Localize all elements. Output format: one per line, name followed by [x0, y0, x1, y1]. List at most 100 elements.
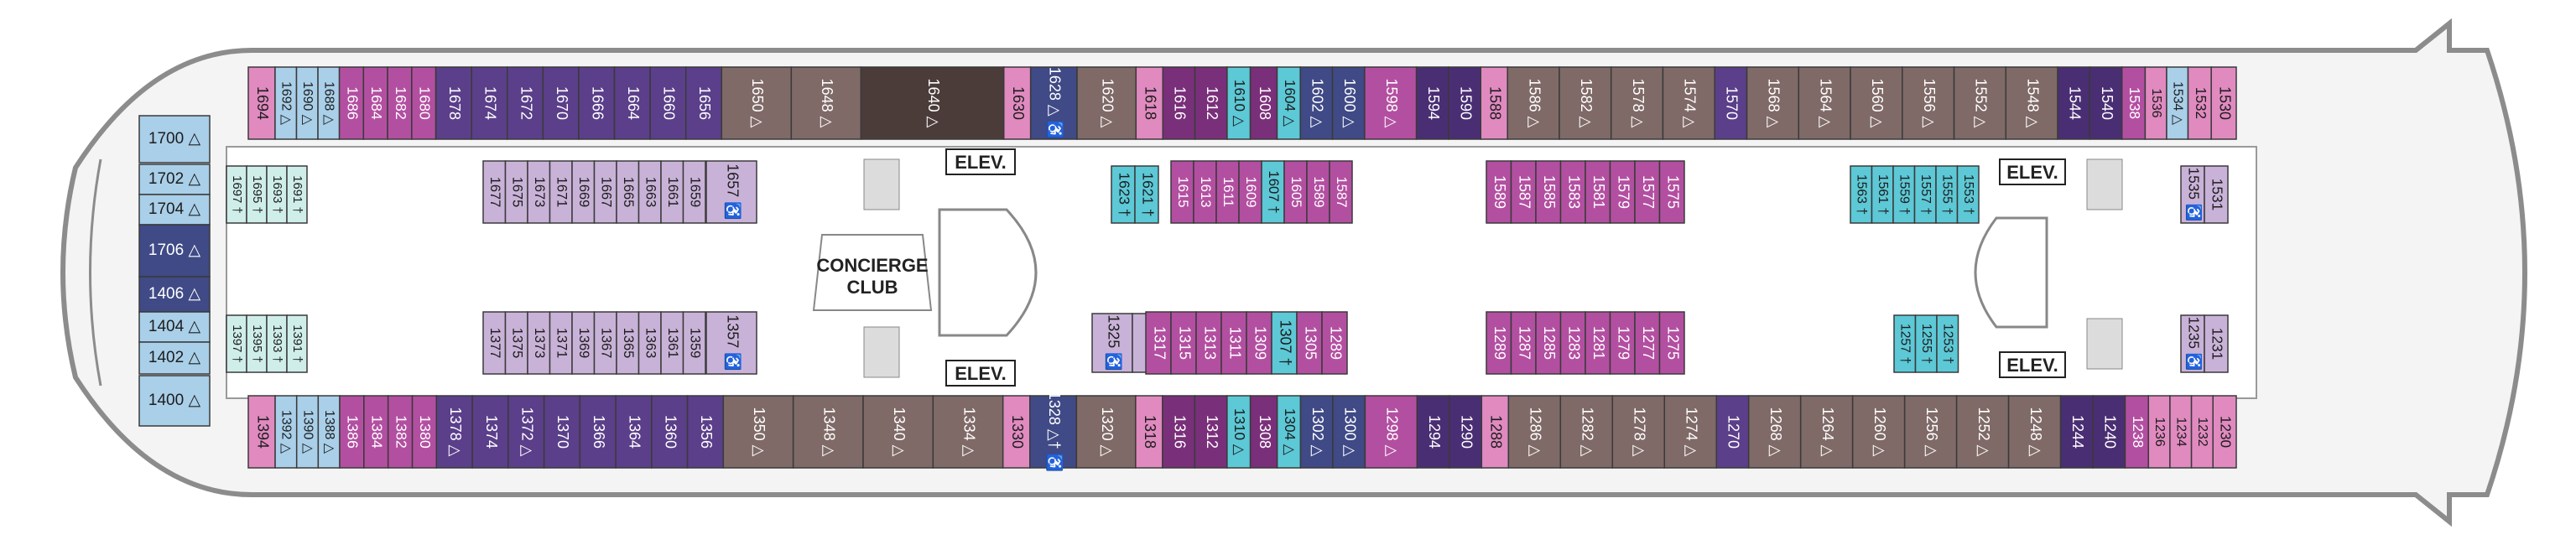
cabin[interactable]: 1313	[1195, 311, 1222, 375]
cabin[interactable]: 1598 △	[1364, 66, 1418, 140]
cabin[interactable]: 1663	[637, 160, 662, 224]
cabin[interactable]: 1588	[1480, 66, 1508, 140]
cabin[interactable]: 1285	[1535, 311, 1562, 375]
cabin[interactable]: 1394	[247, 395, 276, 469]
cabin[interactable]: 1531	[2204, 165, 2229, 224]
cabin[interactable]: 1318	[1135, 395, 1163, 469]
cabin[interactable]: 1305	[1296, 311, 1323, 375]
cabin[interactable]: 1618	[1135, 66, 1163, 140]
cabin[interactable]: 1648 △	[790, 66, 862, 140]
cabin[interactable]: 1395 †	[246, 314, 268, 373]
cabin[interactable]: 1364	[615, 395, 653, 469]
cabin[interactable]: 1363	[637, 311, 662, 375]
cabin[interactable]: 1238	[2124, 395, 2150, 469]
cabin[interactable]: 1365	[616, 311, 640, 375]
cabin[interactable]: 1279	[1609, 311, 1636, 375]
cabin[interactable]: 1680	[411, 66, 437, 140]
cabin[interactable]: 1610 △	[1226, 66, 1252, 140]
cabin[interactable]: 1375	[504, 311, 528, 375]
cabin[interactable]: 1334 △	[932, 395, 1004, 469]
cabin[interactable]: 1650 △	[721, 66, 793, 140]
cabin[interactable]: 1275	[1658, 311, 1685, 375]
cabin[interactable]: 1555 †	[1935, 165, 1959, 224]
cabin[interactable]: 1400 △	[138, 375, 211, 427]
cabin[interactable]: 1612	[1194, 66, 1228, 140]
cabin[interactable]: 1630	[1002, 66, 1032, 140]
cabin[interactable]: 1585	[1535, 160, 1562, 224]
cabin[interactable]: 1248 △	[2007, 395, 2062, 469]
cabin[interactable]: 1393 †	[266, 314, 288, 373]
cabin[interactable]: 1692 △	[274, 66, 298, 140]
cabin[interactable]: 1570	[1714, 66, 1748, 140]
cabin[interactable]: 1583	[1559, 160, 1586, 224]
cabin[interactable]: 1536	[2144, 66, 2167, 140]
cabin[interactable]: 1688 △	[317, 66, 341, 140]
cabin[interactable]: 1532	[2187, 66, 2212, 140]
cabin[interactable]: 1366	[579, 395, 617, 469]
cabin[interactable]: 1657 ♿	[705, 160, 757, 224]
cabin[interactable]: 1320 △	[1075, 395, 1137, 469]
cabin[interactable]: 1253 †	[1936, 314, 1959, 373]
cabin[interactable]: 1579	[1609, 160, 1636, 224]
cabin[interactable]: 1360	[651, 395, 689, 469]
cabin[interactable]: 1694	[247, 66, 276, 140]
cabin[interactable]: 1392 △	[274, 395, 298, 469]
cabin[interactable]: 1231	[2204, 314, 2229, 373]
cabin[interactable]: 1672	[507, 66, 544, 140]
cabin[interactable]: 1678	[435, 66, 472, 140]
cabin[interactable]: 1540	[2089, 66, 2123, 140]
cabin[interactable]: 1667	[593, 160, 617, 224]
cabin[interactable]: 1289	[1321, 311, 1348, 375]
cabin[interactable]: 1590	[1448, 66, 1482, 140]
cabin[interactable]: 1397 †	[226, 314, 247, 373]
cabin[interactable]: 1602 △	[1299, 66, 1334, 140]
cabin[interactable]: 1660	[649, 66, 687, 140]
cabin[interactable]: 1378 △	[435, 395, 473, 469]
cabin[interactable]: 1561 †	[1871, 165, 1894, 224]
cabin[interactable]: 1605	[1283, 160, 1308, 224]
cabin[interactable]: 1704 △	[138, 194, 211, 226]
cabin[interactable]: 1359	[682, 311, 706, 375]
cabin[interactable]: 1607 †	[1261, 160, 1285, 224]
cabin[interactable]: 1608	[1249, 66, 1278, 140]
cabin[interactable]: 1665	[616, 160, 640, 224]
cabin[interactable]: 1380	[411, 395, 438, 469]
cabin[interactable]: 1581	[1585, 160, 1611, 224]
cabin[interactable]: 1628 △ ♿	[1029, 66, 1078, 140]
cabin[interactable]: 1574 △	[1662, 66, 1715, 140]
cabin[interactable]: 1274 △	[1663, 395, 1718, 469]
cabin[interactable]: 1406 △	[138, 276, 211, 313]
cabin[interactable]: 1697 †	[226, 165, 247, 224]
cabin[interactable]: 1286 △	[1507, 395, 1562, 469]
cabin[interactable]: 1309	[1246, 311, 1272, 375]
cabin[interactable]: 1557 †	[1913, 165, 1937, 224]
cabin[interactable]: 1686	[338, 66, 365, 140]
cabin[interactable]: 1613	[1193, 160, 1217, 224]
cabin[interactable]: 1282 △	[1559, 395, 1614, 469]
cabin[interactable]: 1600 △	[1331, 66, 1366, 140]
cabin[interactable]: 1278 △	[1611, 395, 1666, 469]
cabin[interactable]: 1310 △	[1226, 395, 1252, 469]
cabin[interactable]: 1548 △	[2005, 66, 2058, 140]
cabin[interactable]: 1340 △	[862, 395, 934, 469]
cabin[interactable]: 1664	[613, 66, 651, 140]
cabin[interactable]: 1312	[1194, 395, 1228, 469]
cabin[interactable]: 1298 △	[1364, 395, 1418, 469]
cabin[interactable]: 1690 △	[295, 66, 319, 140]
cabin[interactable]: 1348 △	[792, 395, 864, 469]
cabin[interactable]: 1677	[482, 160, 507, 224]
cabin[interactable]: 1695 †	[246, 165, 268, 224]
cabin[interactable]: 1594	[1415, 66, 1449, 140]
cabin[interactable]: 1386	[339, 395, 365, 469]
cabin[interactable]: 1317	[1145, 311, 1172, 375]
cabin[interactable]: 1369	[571, 311, 596, 375]
cabin[interactable]: 1367	[593, 311, 617, 375]
cabin[interactable]: 1388 △	[317, 395, 341, 469]
cabin[interactable]: 1553 †	[1956, 165, 1980, 224]
cabin[interactable]: 1328 △† ♿	[1029, 392, 1078, 472]
cabin[interactable]: 1290	[1449, 395, 1483, 469]
cabin[interactable]: 1294	[1416, 395, 1450, 469]
cabin[interactable]: 1578 △	[1610, 66, 1664, 140]
cabin[interactable]: 1661	[660, 160, 684, 224]
cabin[interactable]: 1589	[1306, 160, 1330, 224]
